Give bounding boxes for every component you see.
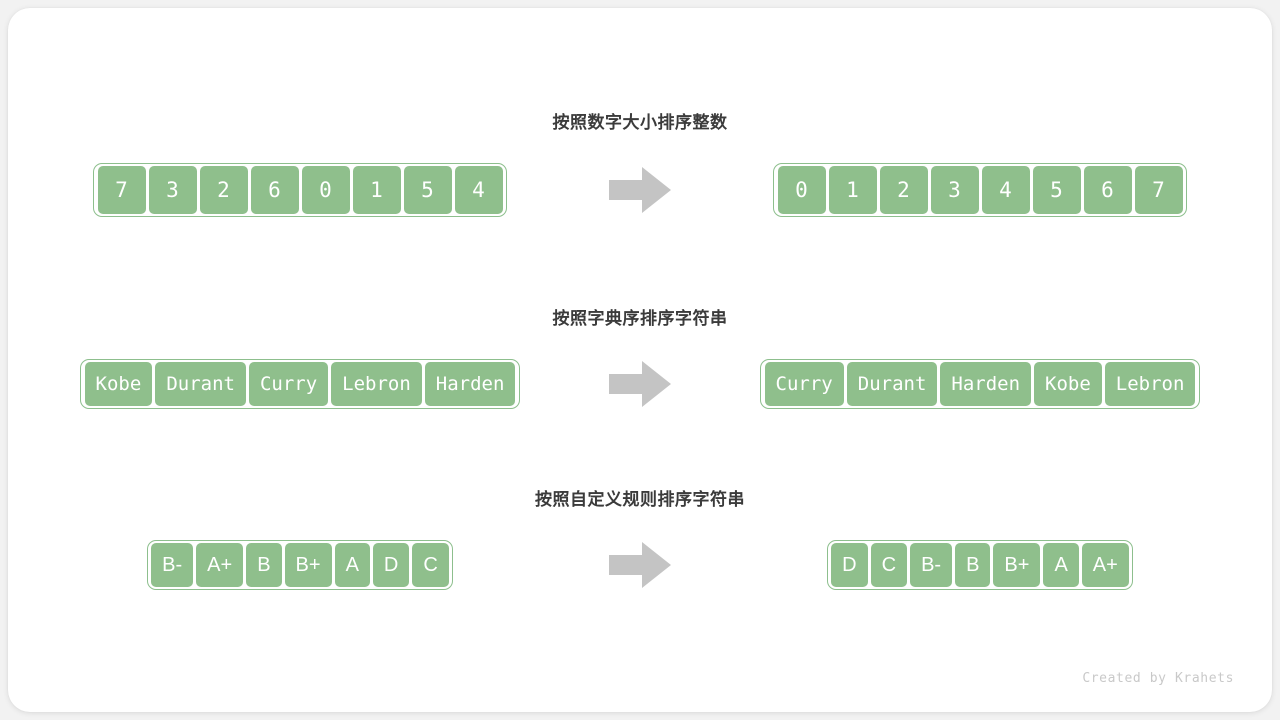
unsorted-cell: B — [246, 543, 282, 587]
sorted-cell: B- — [910, 543, 953, 587]
unsorted-cell: B- — [151, 543, 194, 587]
unsorted-cell: Kobe — [84, 362, 153, 406]
right-block-arrow-icon — [609, 542, 671, 588]
unsorted-cell: Lebron — [331, 362, 422, 406]
unsorted-cell: Harden — [424, 362, 516, 406]
arrow-container-custom — [580, 542, 700, 588]
sorted-cell: C — [870, 543, 908, 587]
block-title-custom: 按照自定义规则排序字符串 — [535, 490, 745, 509]
arrow-container-strings — [580, 361, 700, 407]
unsorted-cell: Curry — [248, 362, 329, 406]
sorted-cell: B+ — [993, 543, 1041, 587]
sorted-cell: Kobe — [1034, 362, 1102, 406]
sorted-cell: 2 — [879, 166, 928, 214]
sorted-cell: 3 — [930, 166, 979, 214]
sorted-cell: 5 — [1032, 166, 1081, 214]
sorted-cell: B — [955, 543, 991, 587]
unsorted-cell: 7 — [97, 166, 146, 214]
sorted-cell: Lebron — [1104, 362, 1196, 406]
unsorted-cell: 1 — [352, 166, 401, 214]
block-title-integers: 按照数字大小排序整数 — [552, 113, 728, 132]
unsorted-cell: 4 — [454, 166, 503, 214]
sorted-cell: Durant — [846, 362, 938, 406]
sorted-cell: Harden — [940, 362, 1032, 406]
unsorted-cell: C — [412, 543, 449, 587]
unsorted-cell: 2 — [199, 166, 248, 214]
sorted-cell: 4 — [981, 166, 1030, 214]
unsorted-cell: 5 — [403, 166, 452, 214]
footer-credit: Created by Krahets — [1082, 671, 1234, 686]
sorted-cell: 6 — [1083, 166, 1132, 214]
sorted-cell: A+ — [1081, 543, 1129, 587]
right-block-arrow-icon — [609, 167, 671, 213]
unsorted-cell: A — [334, 543, 370, 587]
unsorted-cell: 3 — [148, 166, 197, 214]
right-block-arrow-icon — [609, 361, 671, 407]
sorted-cell: Curry — [764, 362, 844, 406]
sorted-cell: D — [831, 543, 868, 587]
arrow-container-integers — [580, 167, 700, 213]
unsorted-cell: 0 — [301, 166, 350, 214]
unsorted-cell: A+ — [196, 543, 244, 587]
sorted-cell: 7 — [1134, 166, 1183, 214]
unsorted-cell: B+ — [284, 543, 332, 587]
unsorted-cell: D — [372, 543, 410, 587]
unsorted-cell: 6 — [250, 166, 299, 214]
block-title-strings: 按照字典序排序字符串 — [552, 309, 728, 328]
unsorted-cell: Durant — [155, 362, 246, 406]
sorted-cell: 0 — [777, 166, 826, 214]
sorted-cell: A — [1043, 543, 1079, 587]
sorted-cell: 1 — [828, 166, 877, 214]
